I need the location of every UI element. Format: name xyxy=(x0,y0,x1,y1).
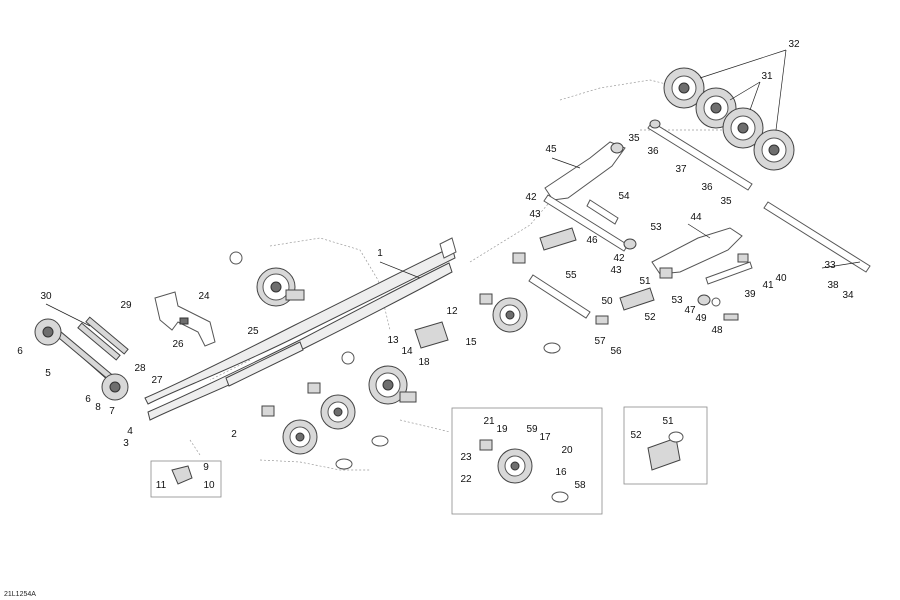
callout-c36a: 36 xyxy=(647,146,659,157)
callout-c4: 4 xyxy=(127,426,133,437)
callout-c21: 21 xyxy=(483,416,495,427)
callout-c34: 34 xyxy=(842,290,854,301)
callout-c18: 18 xyxy=(418,357,430,368)
rear-arm-44 xyxy=(651,227,743,279)
callout-c53a: 53 xyxy=(650,222,662,233)
callout-c36b: 36 xyxy=(701,182,713,193)
callout-c13: 13 xyxy=(387,335,399,346)
callout-c29: 29 xyxy=(120,300,132,311)
callout-c5: 5 xyxy=(45,368,51,379)
lower-idler-wheels xyxy=(261,382,389,470)
callout-c38: 38 xyxy=(827,280,839,291)
callout-c45: 45 xyxy=(545,144,557,155)
detail-box-spring xyxy=(623,406,708,485)
callout-c11: 11 xyxy=(156,480,167,491)
callout-c12: 12 xyxy=(446,306,458,317)
callout-c35b: 35 xyxy=(720,196,732,207)
callout-c19: 19 xyxy=(496,424,508,435)
callout-c59: 59 xyxy=(526,424,538,435)
callout-c25: 25 xyxy=(247,326,259,337)
callout-c2: 2 xyxy=(231,429,237,440)
callout-c3: 3 xyxy=(123,438,129,449)
callout-c31: 31 xyxy=(761,71,773,82)
detail-rear-idler xyxy=(479,439,569,503)
callout-c35a: 35 xyxy=(628,133,640,144)
callout-c39: 39 xyxy=(744,289,756,300)
callout-labels: 1234566789101112131415161718192021222324… xyxy=(17,39,854,491)
callout-c6a: 6 xyxy=(17,346,23,357)
callout-c26: 26 xyxy=(172,339,184,350)
callout-c51b: 51 xyxy=(662,416,674,427)
callout-c7: 7 xyxy=(109,406,115,417)
callout-c28: 28 xyxy=(134,363,146,374)
front-axle-assembly xyxy=(34,316,129,401)
leader-lines xyxy=(45,49,861,327)
callout-c20: 20 xyxy=(561,445,573,456)
detail-box-rear-idler xyxy=(451,407,603,515)
callout-c54: 54 xyxy=(618,191,630,202)
callout-c58: 58 xyxy=(574,480,586,491)
cross-shafts xyxy=(528,194,637,319)
bracket-24 xyxy=(154,291,216,347)
callout-c40: 40 xyxy=(775,273,787,284)
callout-c32: 32 xyxy=(788,39,800,50)
rear-axles xyxy=(647,119,871,273)
callout-c49: 49 xyxy=(695,313,707,324)
callout-c53b: 53 xyxy=(671,295,683,306)
callout-c23: 23 xyxy=(460,452,472,463)
upper-idler-wheel xyxy=(229,251,305,307)
center-idler-wheel xyxy=(341,351,417,405)
callout-c37: 37 xyxy=(675,164,687,175)
callout-c43b: 43 xyxy=(610,265,622,276)
callout-c48: 48 xyxy=(711,325,723,336)
callout-c33: 33 xyxy=(824,260,836,271)
callout-c6b: 6 xyxy=(85,394,91,405)
callout-c42b: 42 xyxy=(613,253,625,264)
callout-c15: 15 xyxy=(465,337,477,348)
callout-c30: 30 xyxy=(40,291,52,302)
rear-wheels xyxy=(663,67,795,171)
callout-c9: 9 xyxy=(203,462,209,473)
callout-c43a: 43 xyxy=(529,209,541,220)
mid-right-wheel xyxy=(479,293,561,354)
detail-frames xyxy=(150,406,708,515)
slide-rails xyxy=(144,237,457,421)
callout-c55: 55 xyxy=(565,270,577,281)
callout-c14: 14 xyxy=(401,346,413,357)
callout-c46: 46 xyxy=(586,235,598,246)
callout-c57: 57 xyxy=(594,336,606,347)
block-12 xyxy=(414,321,449,349)
callout-c8: 8 xyxy=(95,402,101,413)
detail-box-bracket xyxy=(150,460,222,498)
hardware-47-49 xyxy=(697,253,753,321)
detail-bracket-9 xyxy=(171,465,193,485)
callout-c1: 1 xyxy=(377,248,383,259)
callout-c56: 56 xyxy=(610,346,622,357)
callout-c42a: 42 xyxy=(525,192,537,203)
callout-c50: 50 xyxy=(601,296,613,307)
callout-c51a: 51 xyxy=(639,276,651,287)
callout-c24: 24 xyxy=(198,291,210,302)
callout-c44: 44 xyxy=(690,212,702,223)
callout-c47: 47 xyxy=(684,305,696,316)
callout-c22: 22 xyxy=(460,474,472,485)
rear-arm-45 xyxy=(544,141,626,201)
callout-c52a: 52 xyxy=(644,312,656,323)
callout-c52b: 52 xyxy=(630,430,642,441)
callout-c17: 17 xyxy=(539,432,551,443)
callout-c27: 27 xyxy=(151,375,163,386)
callout-c10: 10 xyxy=(203,480,215,491)
callout-c16: 16 xyxy=(555,467,567,478)
springs xyxy=(512,227,684,471)
drawing-reference-code: 21L1254A xyxy=(4,591,36,598)
callout-c41: 41 xyxy=(762,280,774,291)
